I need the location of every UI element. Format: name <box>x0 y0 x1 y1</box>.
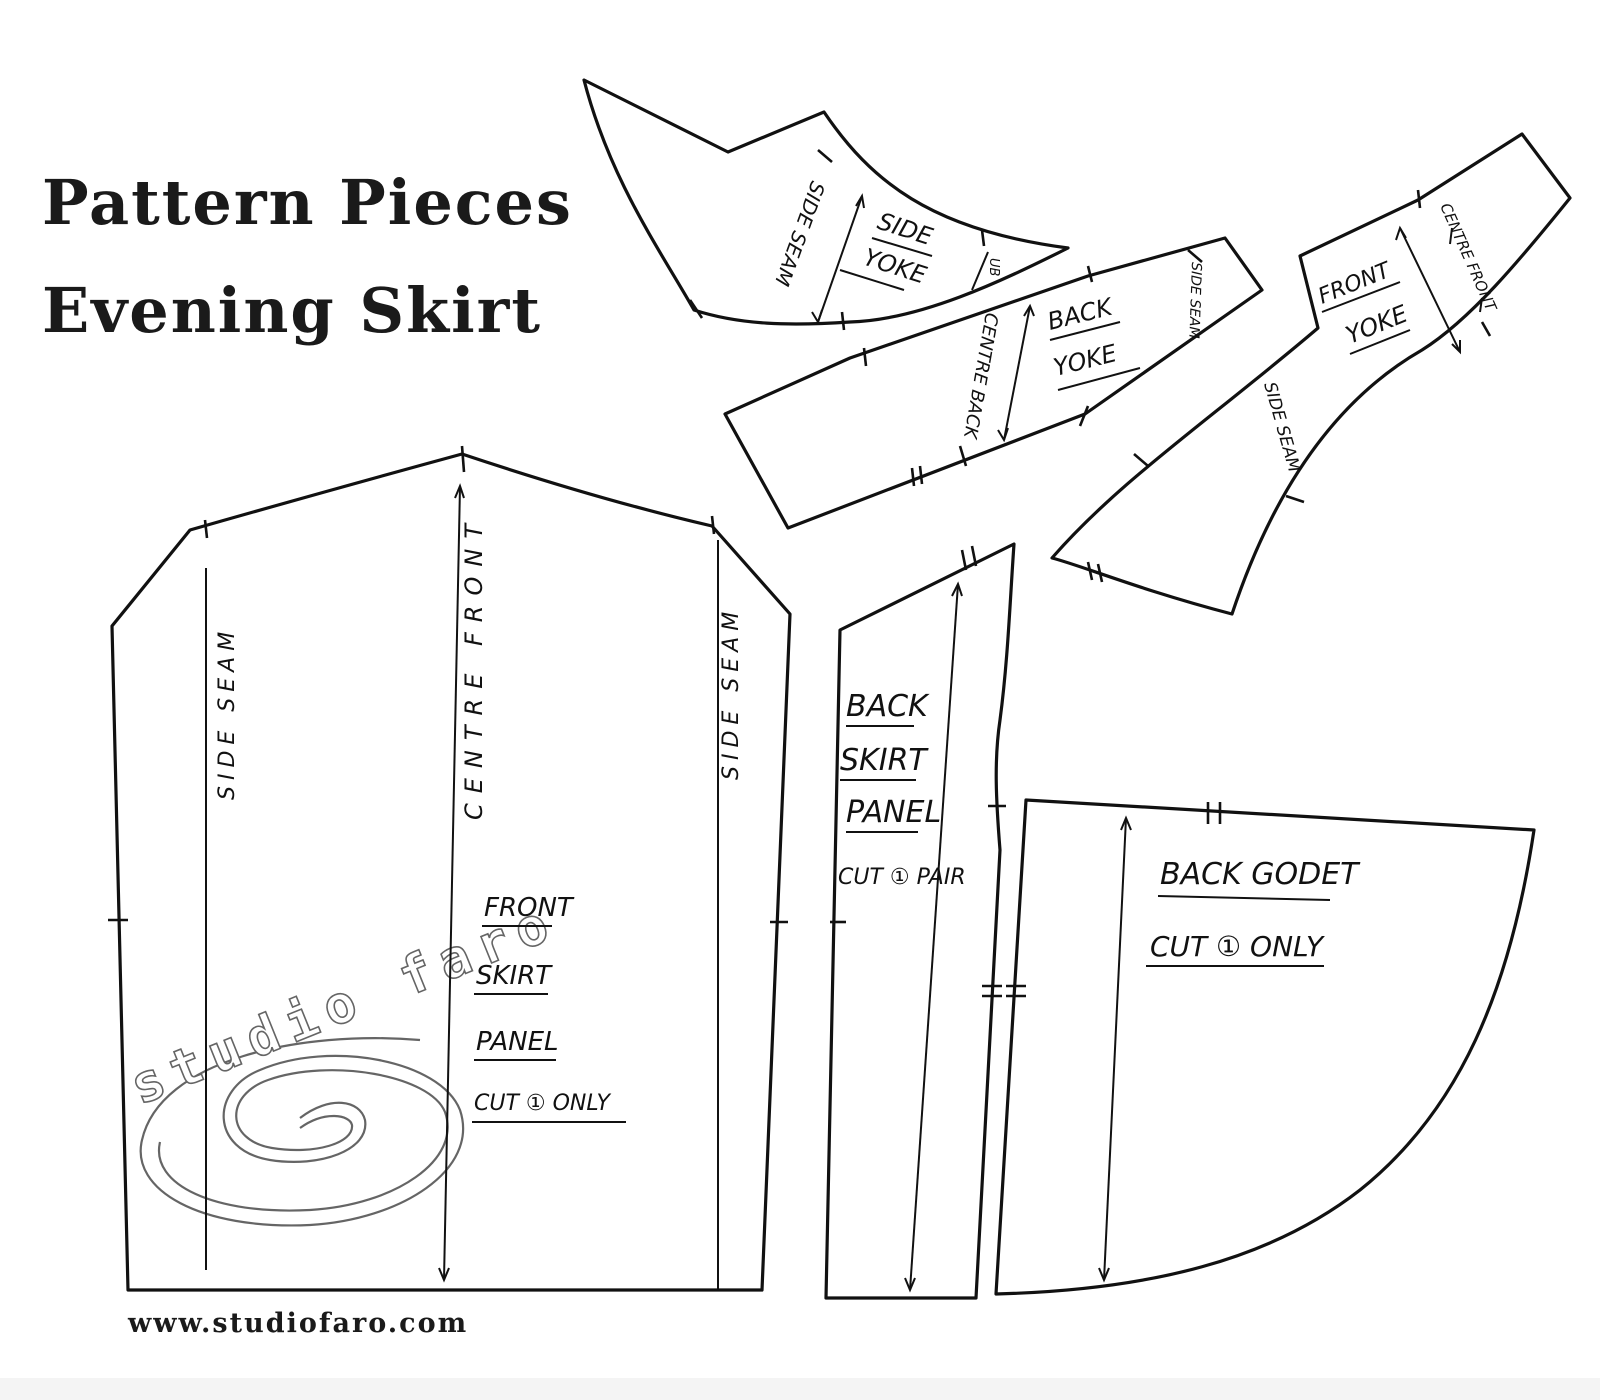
piece-side-yoke: SIDE SEAM SIDE YOKE UB <box>582 78 1070 331</box>
godet-cut: CUT ① ONLY <box>1150 930 1325 963</box>
front-yoke-centre: CENTRE FRONT <box>1436 200 1500 315</box>
front-panel-side-seam-left: SIDE SEAM <box>215 626 240 800</box>
scan-footer-strip <box>0 1378 1600 1400</box>
piece-front-yoke: FRONT YOKE CENTRE FRONT SIDE SEAM <box>1050 132 1572 616</box>
front-panel-cut: CUT ① ONLY <box>474 1091 612 1116</box>
back-yoke-centre: CENTRE BACK <box>959 311 1002 441</box>
front-yoke-side-seam: SIDE SEAM <box>1259 380 1304 475</box>
back-panel-label-1: BACK <box>846 689 930 724</box>
title-line-1: Pattern Pieces <box>42 166 573 239</box>
back-yoke-side-seam: SIDE SEAM <box>1185 262 1204 339</box>
watermark: studio faro <box>122 890 567 1230</box>
piece-back-skirt-panel: BACK SKIRT PANEL CUT ① PAIR <box>824 542 1016 1300</box>
godet-label-1: BACK GODET <box>1160 857 1361 892</box>
title-line-2: Evening Skirt <box>42 274 542 347</box>
front-yoke-label-1: FRONT <box>1315 258 1395 310</box>
back-yoke-label-1: BACK <box>1045 292 1117 336</box>
front-yoke-label-2: YOKE <box>1342 299 1413 349</box>
piece-front-skirt-panel: SIDE SEAM CENTRE FRONT SIDE SEAM FRONT S… <box>108 445 792 1292</box>
side-yoke-mark: UB <box>986 258 1001 277</box>
website-url: www.studiofaro.com <box>128 1308 469 1339</box>
back-panel-label-2: SKIRT <box>840 743 929 778</box>
side-yoke-label-1: SIDE <box>874 207 937 251</box>
front-panel-centre: CENTRE FRONT <box>460 514 488 820</box>
front-panel-label-2: SKIRT <box>476 961 553 991</box>
front-panel-label-3: PANEL <box>476 1027 559 1057</box>
front-panel-label-1: FRONT <box>484 893 575 923</box>
front-panel-side-seam-right: SIDE SEAM <box>719 606 744 780</box>
side-yoke-label-2: YOKE <box>860 243 930 290</box>
side-yoke-side-seam: SIDE SEAM <box>770 178 830 289</box>
piece-back-godet: BACK GODET CUT ① ONLY <box>994 798 1536 1296</box>
back-panel-cut: CUT ① PAIR <box>838 865 966 890</box>
back-panel-label-3: PANEL <box>846 795 941 830</box>
